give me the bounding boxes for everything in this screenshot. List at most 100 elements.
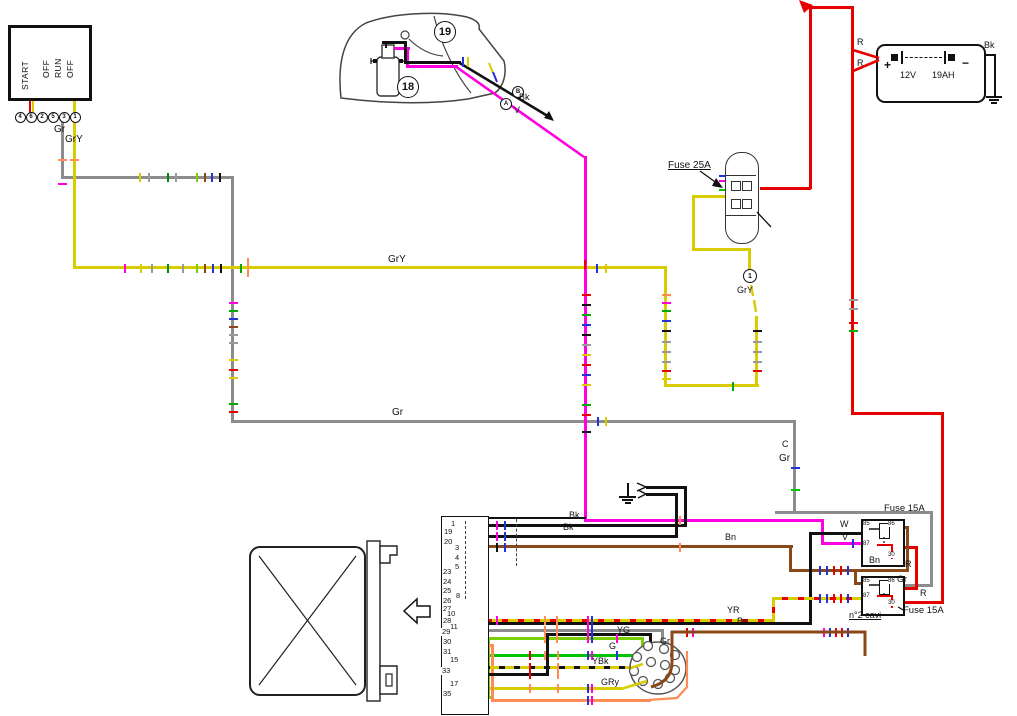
splice-tick [847,627,849,637]
splice-tick [732,381,734,391]
wire-segment [851,412,944,415]
wire-label: Bk [984,40,995,50]
fuel-cap-icon [400,30,410,40]
splice-tick [496,542,498,552]
splice-tick [718,189,728,191]
wire-segment [625,502,631,504]
wire-segment [487,637,644,640]
wire-label: Gr [392,407,404,418]
wire-segment [231,420,796,423]
wire-label: V [514,105,521,115]
wire-segment [404,41,407,64]
wire-segment [821,542,864,545]
splice-tick [752,330,762,332]
wire-segment [899,601,944,604]
splice-tick [581,344,591,346]
splice-tick [848,308,858,310]
wire-segment [760,187,811,190]
splice-tick [840,565,842,575]
splice-tick [591,625,593,635]
wire-label: Fuse 25A [668,160,711,171]
wire-segment [584,156,587,522]
wire-segment [73,266,667,269]
wire-segment [486,517,586,519]
splice-tick [679,542,681,552]
splice-tick [557,662,559,672]
splice-tick [496,615,498,625]
splice-tick [587,650,589,660]
splice-tick [556,618,558,628]
connector-pin-number: 17 [449,679,460,688]
wire-segment [675,493,678,538]
circled-connector: 1 [69,111,81,123]
wire-label: Bk [519,92,530,102]
splice-tick [211,172,213,182]
connector-pin-number: 25 [442,586,453,595]
wire-segment [460,666,632,669]
wire-segment [406,47,409,68]
splice-tick [790,467,800,469]
wire-segment [546,633,549,676]
splice-tick [196,172,198,182]
splice-tick [829,627,831,637]
wire-segment [546,633,652,636]
splice-tick [847,593,849,603]
splice-tick [826,565,828,575]
wire-segment [32,96,34,113]
wire-label: Gr [779,453,791,464]
splice-tick [661,330,671,332]
battery-terminal-positive [891,54,898,61]
splice-tick [228,310,238,312]
wire-segment [809,532,812,625]
connector-pin-number: 10 [446,609,457,618]
circled-connector: 2 [36,111,48,123]
splice-tick [840,593,842,603]
battery-voltage: 12V [900,70,917,80]
wire-segment [664,266,667,387]
splice-tick [587,618,589,628]
wire-segment [646,486,687,489]
splice-tick [587,625,589,635]
wire-label: GrY [737,285,754,295]
splice-tick [819,593,821,603]
wire-label: GrY [388,254,406,265]
circled-connector: A [500,98,512,110]
splice-tick [581,364,591,366]
wire-segment [619,496,636,498]
splice-tick [661,294,671,296]
splice-tick [752,351,762,353]
splice-tick [219,172,221,182]
battery-minus-label: − [962,56,970,70]
wire-segment [622,499,633,501]
splice-tick [240,263,242,273]
wire-segment [404,61,461,64]
splice-tick [151,263,153,273]
wire-segment [775,511,933,514]
relay-pin-number: 85 [863,578,870,584]
splice-tick [228,359,238,361]
fuel-tank-outline [339,12,506,104]
relay-pin-number: 30 [888,600,895,606]
splice-tick [544,625,546,635]
splice-tick [204,172,206,182]
splice-tick [661,320,671,322]
splice-tick [196,263,198,273]
splice-tick [581,324,591,326]
connector-pin-number: 33 [441,666,452,675]
wire-segment [231,176,234,423]
wire-segment [460,524,687,527]
splice-tick [228,369,238,371]
connector-pin-number: 35 [442,689,453,698]
splice-tick [718,175,728,177]
splice-tick [616,633,618,643]
switch-off1-label: OFF [41,59,51,78]
wire-label: R [857,58,864,68]
splice-tick [228,403,238,405]
direction-arrow-icon [402,597,431,625]
splice-tick [591,650,593,660]
wire-segment [684,486,687,527]
splice-tick [529,683,531,693]
dashed-wire [516,519,517,566]
battery-cell-dashes [905,57,942,58]
splice-tick [581,354,591,356]
